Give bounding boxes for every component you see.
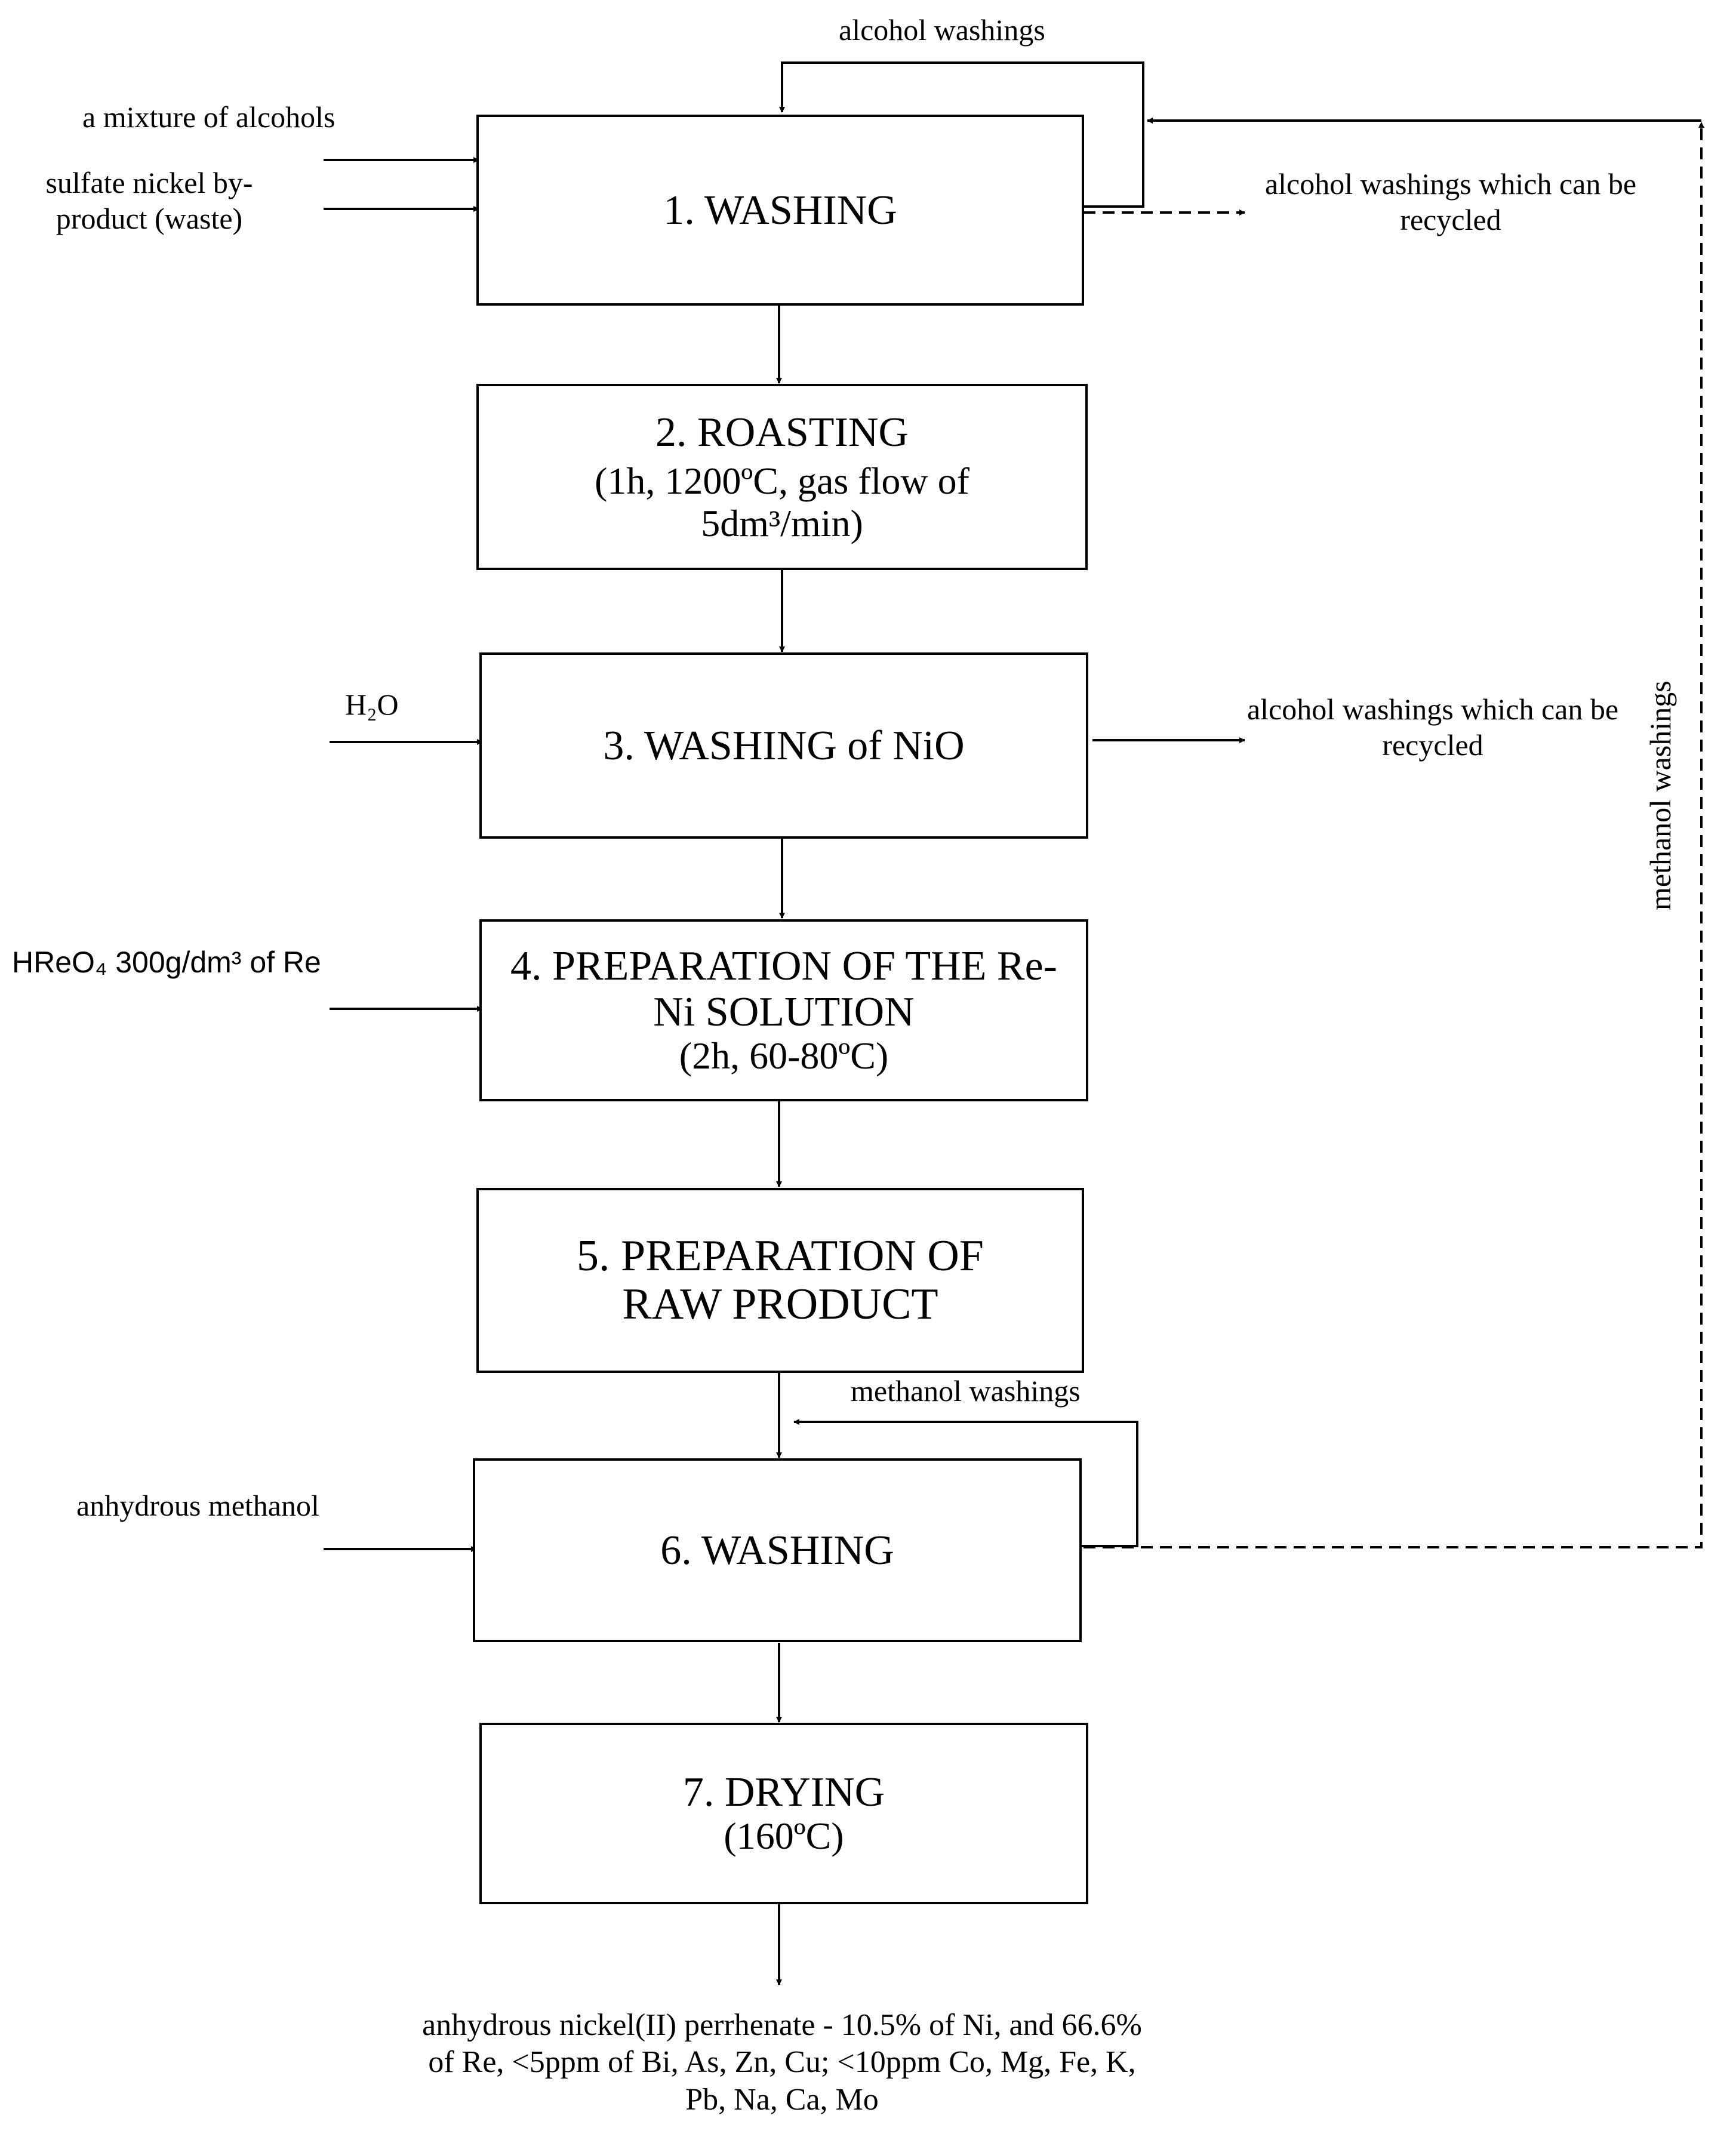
- return-methanol-washings-label: methanol washings: [1643, 681, 1677, 910]
- input-alcohols-label: a mixture of alcohols: [82, 100, 335, 134]
- input-hreo4-label: HReO₄ 300g/dm³ of Re: [12, 946, 321, 979]
- step-2-conditions: (1h, 1200ºC, gas flow of 5dm³/min): [595, 460, 969, 544]
- return-methanol-washings: [1084, 122, 1704, 1548]
- step-7-conditions: (160ºC): [724, 1815, 844, 1858]
- step-7-drying: 7. DRYING (160ºC): [479, 1723, 1088, 1904]
- step-7-title: 7. DRYING: [682, 1769, 885, 1816]
- step-1-title: 1. WASHING: [663, 187, 897, 233]
- step-4-title: 4. PREPARATION OF THE Re-Ni SOLUTION: [510, 943, 1057, 1036]
- input-water-label: H₂O: [345, 688, 399, 721]
- input-sulfate-label: sulfate nickel by-product (waste): [45, 166, 253, 235]
- loop-methanol-washings-label: methanol washings: [851, 1374, 1081, 1408]
- output-recycle-1-label: alcohol washings which can be recycled: [1264, 167, 1637, 236]
- step-5-preparation-raw: 5. PREPARATION OF RAW PRODUCT: [476, 1188, 1084, 1373]
- output-recycle-3-label: alcohol washings which can be recycled: [1246, 692, 1619, 762]
- input-methanol-label: anhydrous methanol: [76, 1489, 319, 1522]
- step-5-title: 5. PREPARATION OF RAW PRODUCT: [577, 1231, 984, 1329]
- step-2-roasting: 2. ROASTING (1h, 1200ºC, gas flow of 5dm…: [476, 384, 1088, 570]
- final-product-label: anhydrous nickel(II) perrhenate - 10.5% …: [422, 2008, 1142, 2117]
- step-3-washing-nio: 3. WASHING of NiO: [479, 652, 1088, 839]
- step-6-washing: 6. WASHING: [473, 1458, 1082, 1642]
- step-4-preparation-solution: 4. PREPARATION OF THE Re-Ni SOLUTION (2h…: [479, 919, 1088, 1101]
- loop-alcohol-washings-label: alcohol washings: [839, 13, 1045, 47]
- loop-alcohol-washings: [779, 61, 1144, 208]
- step-4-conditions: (2h, 60-80ºC): [679, 1034, 889, 1077]
- step-2-title: 2. ROASTING: [655, 409, 909, 456]
- step-3-title: 3. WASHING of NiO: [603, 722, 965, 769]
- step-1-washing: 1. WASHING: [476, 115, 1084, 306]
- step-6-title: 6. WASHING: [660, 1527, 894, 1574]
